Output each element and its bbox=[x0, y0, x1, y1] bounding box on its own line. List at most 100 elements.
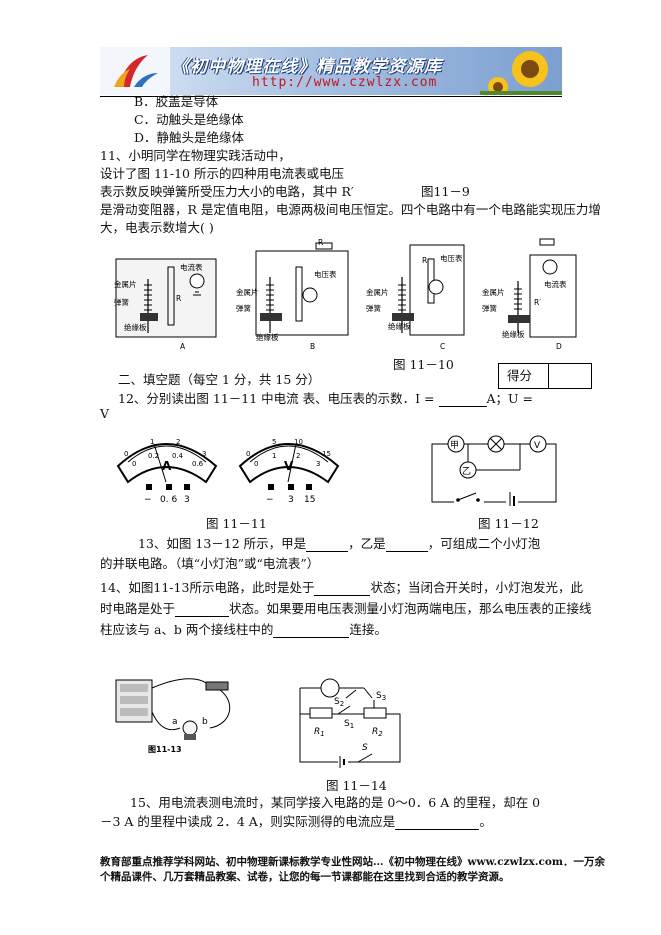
label-r2: R2 bbox=[372, 727, 383, 738]
q13-line-1: 13、如图 13－12 所示，甲是 ，乙是 ，可组成二个小灯泡 bbox=[138, 536, 540, 552]
q13-blank-jia[interactable] bbox=[306, 537, 349, 552]
q14-line-1: 14、如图11-13所示电路，此时是处于 状态；当闭合开关时，小灯泡发光，此 bbox=[100, 580, 583, 596]
circuit-b: 金属片 弹簧 绝缘板 电压表 R B bbox=[236, 238, 349, 351]
label-spring-a: 弹簧 bbox=[114, 297, 129, 307]
ammeter-bottom-1: 0.2 bbox=[148, 452, 159, 460]
section-2-title: 二、填空题（每空 1 分，共 15 分） bbox=[118, 372, 321, 387]
q13-text-a: 13、如图 13－12 所示，甲是 bbox=[138, 536, 307, 551]
footer-line-1: 教育部重点推荐学科网站、初中物理新课标教学专业性网站…《初中物理在线》www.c… bbox=[100, 856, 605, 868]
voltmeter-symbol: V bbox=[284, 459, 294, 473]
label-spring-c: 弹簧 bbox=[366, 303, 381, 313]
voltmeter-bottom-0: 0 bbox=[254, 460, 258, 468]
fig-11-11-caption: 图 11－11 bbox=[206, 516, 267, 531]
q15-blank[interactable] bbox=[395, 815, 480, 830]
score-divider bbox=[548, 364, 549, 388]
footer-line-2: 个精品课件、几万套精品教案、试卷，让您的每一节课都能在这里找到合适的教学资源。 bbox=[100, 871, 510, 883]
label-insulator-c: 绝缘板 bbox=[388, 321, 411, 331]
q14-blank-3[interactable] bbox=[273, 623, 350, 638]
label-r1: R1 bbox=[314, 727, 325, 738]
q14-blank-2[interactable] bbox=[175, 602, 230, 617]
q13-line-2: 的并联电路。（填“小灯泡”或“电流表”） bbox=[100, 556, 320, 571]
label-ammeter-a: 电流表 bbox=[180, 262, 203, 272]
q15-line-2: －3 A 的里程中读成 2．4 A，则实际测得的电流应是 。 bbox=[100, 814, 492, 830]
q11-line-1: 11、小明同学在物理实践活动中， bbox=[100, 148, 291, 163]
circuit-c: 金属片 弹簧 绝缘板 电压表 R C bbox=[366, 244, 465, 351]
label-r-c: R bbox=[422, 256, 427, 265]
label-plate-b: 金属片 bbox=[236, 287, 259, 297]
q13-text-b: ，乙是 bbox=[348, 536, 386, 551]
voltmeter-top-2: 10 bbox=[294, 438, 303, 446]
banner-url: http://www.czwlzx.com bbox=[252, 75, 438, 90]
ammeter-terminal-neg: − bbox=[144, 495, 152, 505]
voltmeter-top-3: 15 bbox=[322, 450, 331, 458]
ammeter-symbol: A bbox=[162, 459, 172, 473]
figure-11-13: a b 图11-13 bbox=[115, 678, 231, 754]
q14-blank-1[interactable] bbox=[314, 581, 371, 596]
q14-text-2a: 时电路是处于 bbox=[100, 601, 176, 616]
q11-line-2: 设计了图 11-10 所示的四种用电流表或电压 bbox=[100, 166, 344, 181]
q12-blank-i[interactable] bbox=[438, 392, 487, 407]
lamp bbox=[320, 678, 340, 698]
score-box: 得分 bbox=[498, 363, 592, 389]
figure-11-10: 金属片 弹簧 绝缘板 电流表 R A 金属片 弹簧 绝缘板 电压表 R B 金属… bbox=[114, 238, 577, 351]
voltmeter-top-1: 5 bbox=[272, 438, 276, 446]
voltmeter-bottom-2: 2 bbox=[296, 452, 300, 460]
meter-yi-label: 乙 bbox=[462, 466, 471, 477]
label-plate-c: 金属片 bbox=[366, 287, 389, 297]
voltmeter-terminal-15: 15 bbox=[304, 495, 315, 505]
q14-text-3b: 连接。 bbox=[349, 622, 387, 637]
meter-v-label: V bbox=[534, 441, 541, 451]
fig13-caption: 图11-13 bbox=[148, 745, 182, 754]
banner-title: 《初中物理在线》精品教学资源库 bbox=[172, 57, 442, 77]
label-c: C bbox=[440, 342, 445, 351]
q10-option-d: D．静触头是绝缘体 bbox=[134, 130, 245, 145]
header-banner: 《初中物理在线》精品教学资源库 http://www.czwlzx.com bbox=[100, 47, 562, 95]
q15-text-2b: 。 bbox=[479, 814, 492, 829]
fig-11-14-caption: 图 11－14 bbox=[326, 778, 387, 793]
label-spring-b: 弹簧 bbox=[236, 303, 251, 313]
q15-text-2a: －3 A 的里程中读成 2．4 A，则实际测得的电流应是 bbox=[100, 814, 396, 829]
q14-text-3a: 柱应该与 a、b 两个接线柱中的 bbox=[100, 622, 274, 637]
q11-line-4: 是滑动变阻器，R 是定值电阻，电源两极间电压恒定。四个电路中有一个电路能实现压力… bbox=[100, 202, 601, 217]
ammeter-bottom-3: 0.6 bbox=[192, 460, 204, 468]
voltmeter-bottom-3: 3 bbox=[316, 460, 320, 468]
meter-yi bbox=[459, 461, 477, 479]
q12-text-a: 12、分别读出图 11－11 中电流 表、电压表的示数．I = bbox=[118, 391, 435, 406]
q13-text-c: ，可组成二个小灯泡 bbox=[427, 536, 541, 551]
label-voltmeter-b: 电压表 bbox=[314, 269, 337, 279]
q12-text-c: V bbox=[100, 406, 110, 421]
label-r-b: R bbox=[318, 238, 323, 247]
ammeter-top-0: 0 bbox=[124, 450, 128, 458]
q15-line-1: 15、用电流表测电流时，某同学接入电路的是 0～0．6 A 的里程，却在 0 bbox=[130, 795, 541, 810]
q12-text-b: A；U = bbox=[486, 391, 534, 406]
ammeter-terminal-06: 0. 6 bbox=[160, 495, 177, 505]
header-rule bbox=[100, 96, 562, 97]
label-r-a: R bbox=[176, 294, 181, 303]
voltmeter-dial: V 0 5 10 15 0 1 2 3 − 3 15 bbox=[238, 438, 340, 505]
label-plate-d: 金属片 bbox=[482, 287, 505, 297]
fig-11-9-label: 图11－9 bbox=[421, 184, 470, 199]
q13-blank-yi[interactable] bbox=[385, 537, 428, 552]
meter-v bbox=[529, 435, 547, 453]
ammeter-top-1: 1 bbox=[150, 438, 154, 446]
q12-text: 12、分别读出图 11－11 中电流 表、电压表的示数．I = A；U = bbox=[118, 391, 533, 407]
ammeter-top-2: 2 bbox=[176, 438, 180, 446]
circuit-a: 金属片 弹簧 绝缘板 电流表 R A bbox=[114, 258, 217, 351]
label-insulator-b: 绝缘板 bbox=[256, 332, 279, 342]
score-label: 得分 bbox=[507, 368, 533, 383]
label-s1: S1 bbox=[344, 719, 354, 730]
q10-option-b: B．胶盖是导体 bbox=[134, 94, 219, 109]
label-s: S bbox=[362, 743, 368, 753]
label-rp-d: R′ bbox=[534, 298, 541, 307]
ammeter-bottom-2: 0.4 bbox=[172, 452, 184, 460]
figure-11-11: A 0 1 2 3 0 0.2 0.4 0.6 − 0. 6 3 V 0 5 1… bbox=[116, 438, 340, 505]
fig13-terminal-b: b bbox=[202, 717, 208, 727]
label-b: B bbox=[310, 342, 315, 351]
q14-text-1b: 状态；当闭合开关时，小灯泡发光，此 bbox=[370, 580, 583, 595]
voltmeter-terminal-3: 3 bbox=[288, 495, 294, 505]
logo-icon bbox=[100, 47, 170, 95]
voltmeter-terminal-neg: − bbox=[266, 495, 274, 505]
label-s3: S3 bbox=[376, 691, 386, 702]
ammeter-terminal-3: 3 bbox=[184, 495, 190, 505]
q14-text-1a: 14、如图11-13所示电路，此时是处于 bbox=[100, 580, 315, 595]
